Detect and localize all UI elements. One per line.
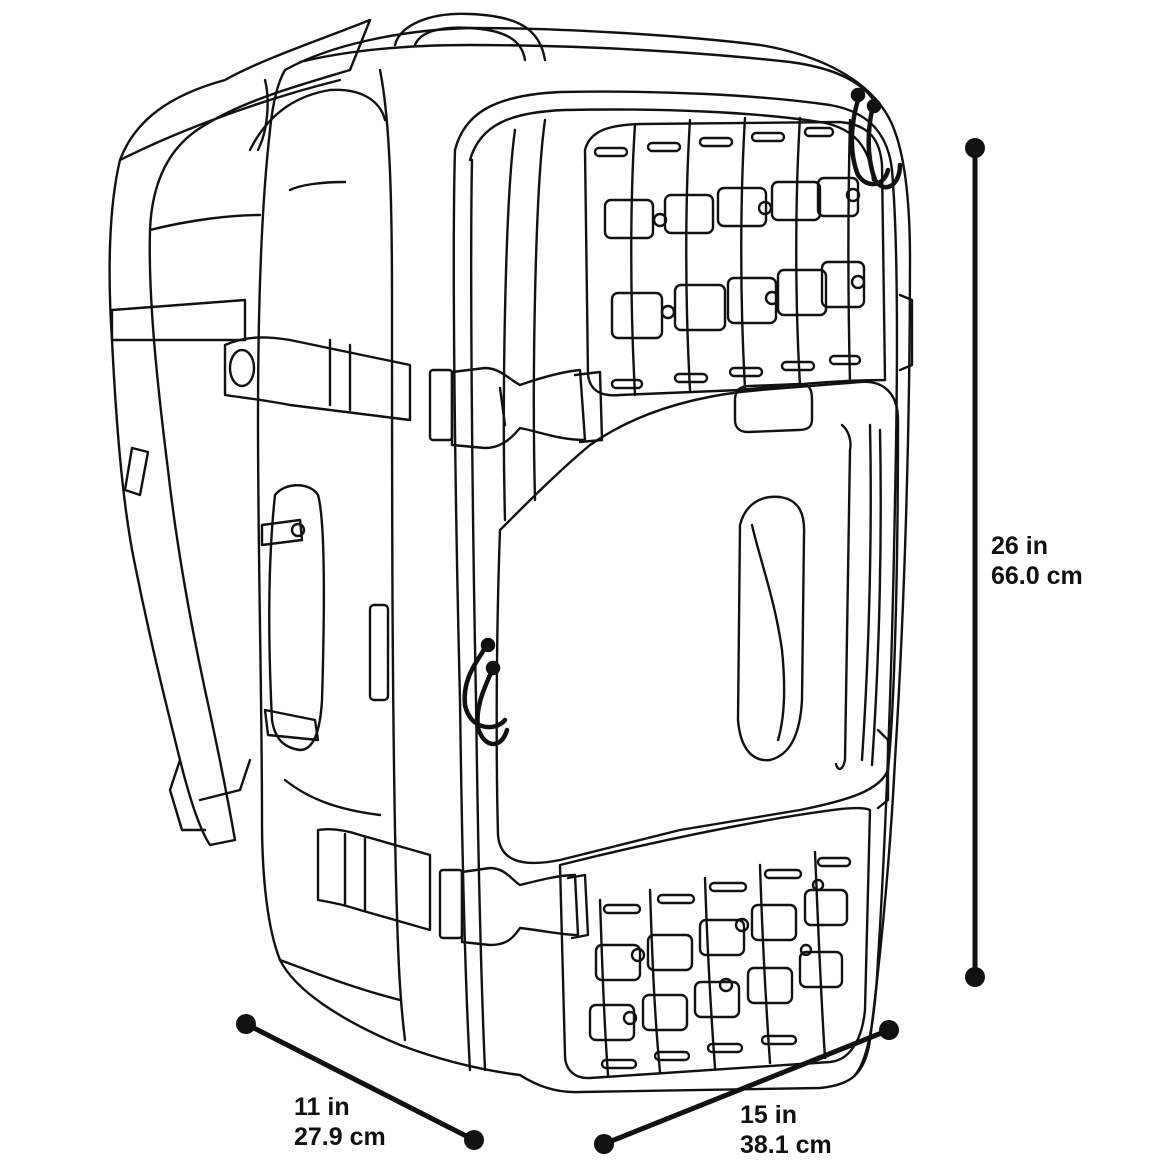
depth-imperial: 11 in [294, 1093, 350, 1121]
lower-molle-panel [558, 806, 872, 1080]
right-side-straps [876, 293, 914, 810]
pack-body [256, 12, 912, 1094]
width-dimension-line [601, 1027, 892, 1147]
depth-dimension-line [243, 1021, 477, 1143]
width-label: 15 in 38.1 cm [740, 1100, 832, 1160]
side-carry-handle [260, 484, 390, 752]
zipper-pull-icon [462, 87, 903, 747]
depth-label: 11 in 27.9 cm [294, 1092, 386, 1152]
height-imperial: 26 in [991, 532, 1048, 560]
dimension-line-icon [236, 138, 985, 1154]
width-imperial: 15 in [740, 1101, 797, 1129]
depth-metric: 27.9 cm [294, 1123, 386, 1151]
front-stash-panel [495, 380, 900, 865]
height-label: 26 in 66.0 cm [991, 531, 1083, 591]
height-metric: 66.0 cm [991, 562, 1083, 590]
width-metric: 38.1 cm [740, 1131, 832, 1159]
shoulder-strap [108, 18, 387, 847]
upper-molle-panel [583, 116, 887, 397]
compression-straps [223, 336, 604, 947]
